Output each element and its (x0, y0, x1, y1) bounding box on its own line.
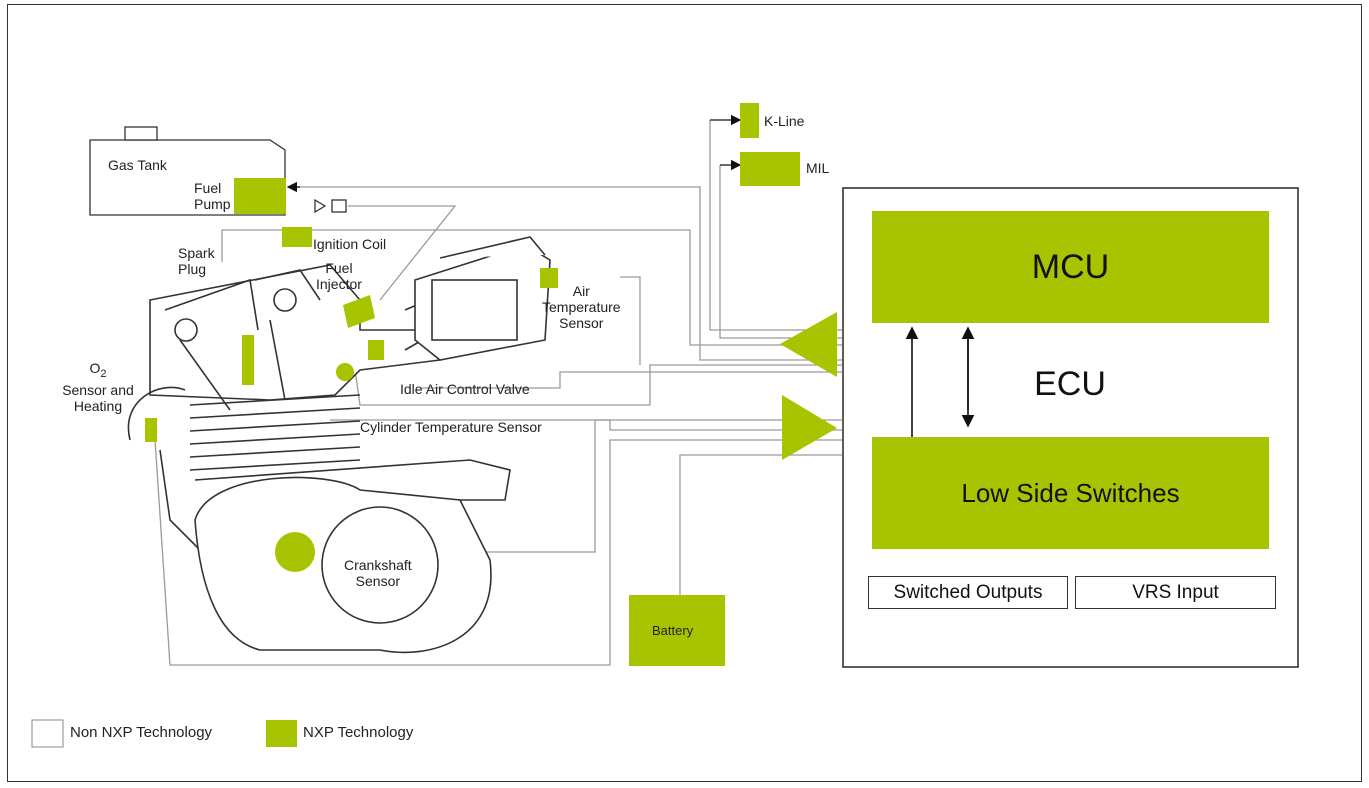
legend-nxp-label: NXP Technology (303, 724, 414, 741)
engine-block (127, 264, 511, 654)
battery-label: Battery (652, 623, 694, 638)
switched-outputs-box: Switched Outputs (868, 576, 1068, 609)
ignition-coil (282, 227, 312, 247)
spark-plug-label: Spark Plug (178, 245, 215, 277)
legend-swatch-nxp (266, 720, 297, 747)
ecu-input-triangle-lower (782, 395, 837, 460)
fuel-pump-label: Fuel Pump (194, 180, 231, 212)
wiring-lines (154, 120, 842, 666)
fuel-filter (314, 198, 347, 214)
idle-air-control-valve-label: Idle Air Control Valve (400, 381, 530, 397)
low-side-switches-label: Low Side Switches (961, 477, 1180, 508)
spark-plug (242, 335, 254, 385)
ecu-label: ECU (1000, 362, 1140, 406)
ecu-input-triangle-upper (780, 312, 837, 377)
fuel-injector-label: Fuel Injector (316, 260, 362, 292)
k-line-label: K-Line (764, 113, 805, 129)
mil-label: MIL (806, 160, 830, 176)
k-line-box (740, 103, 759, 138)
o2-sensor (145, 418, 157, 442)
mcu-label: MCU (1031, 247, 1110, 286)
mil-box (740, 152, 800, 186)
cylinder-temperature-sensor (336, 363, 354, 381)
fuel-pump (234, 178, 286, 214)
ignition-coil-label: Ignition Coil (313, 236, 387, 252)
mcu-block: MCU (872, 211, 1269, 323)
o2-sensor-rest: Sensor and Heating (62, 381, 134, 414)
low-side-switches-block: Low Side Switches (872, 437, 1269, 549)
cylinder-temperature-sensor-label: Cylinder Temperature Sensor (360, 419, 542, 435)
ecu-label-text: ECU (1034, 364, 1106, 403)
o2-sensor-o: O (89, 360, 101, 376)
legend-non-nxp-label: Non NXP Technology (70, 724, 213, 741)
diagram-frame (7, 4, 1362, 782)
air-temperature-sensor (540, 268, 558, 288)
crankshaft-sensor-label: Crankshaft Sensor (344, 557, 412, 589)
air-box (414, 236, 551, 361)
vrs-input-label: VRS Input (1132, 581, 1219, 603)
vrs-input-box: VRS Input (1075, 576, 1276, 609)
legend-swatch-non-nxp (31, 719, 64, 748)
battery-box (629, 595, 725, 666)
o2-sensor-label: O2 Sensor and Heating (58, 360, 138, 414)
o2-sensor-subscript: 2 (100, 367, 107, 380)
fuel-injector (343, 295, 375, 328)
gas-tank-cap (124, 126, 158, 141)
idle-air-control-valve (368, 340, 384, 360)
switched-outputs-label: Switched Outputs (893, 581, 1043, 603)
gas-tank-label: Gas Tank (108, 157, 167, 173)
crankshaft-sensor-pickup (275, 532, 315, 572)
air-temperature-sensor-label: Air Temperature Sensor (542, 283, 621, 331)
